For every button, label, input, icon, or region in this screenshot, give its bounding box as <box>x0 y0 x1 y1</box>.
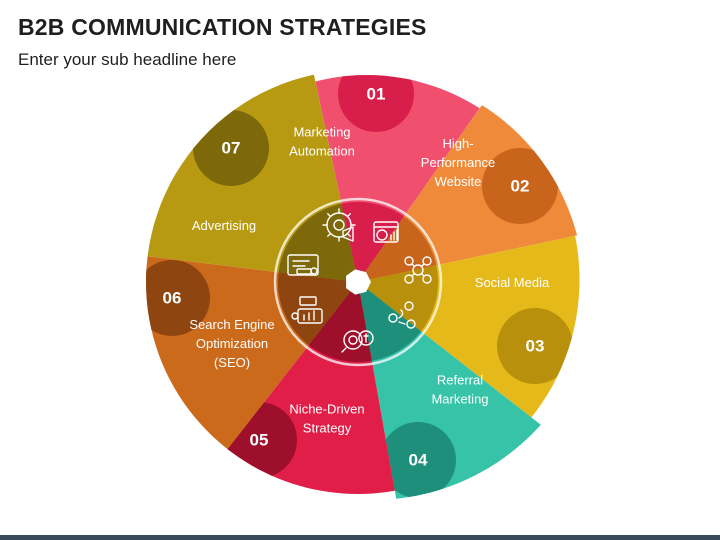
segment-number: 01 <box>367 85 386 104</box>
segment-label: Social Media <box>475 275 550 290</box>
segment-number: 03 <box>526 337 545 356</box>
segment-label: Advertising <box>192 218 256 233</box>
seo-chart-icon <box>291 296 323 324</box>
target-money-icon <box>341 330 374 353</box>
segment-number: 04 <box>409 451 428 470</box>
segment-number: 05 <box>250 431 269 450</box>
segment-inner-wedge <box>358 282 421 361</box>
segment-badge <box>497 308 573 384</box>
page-title: B2B COMMUNICATION STRATEGIES <box>18 14 427 40</box>
page-subtitle: Enter your sub headline here <box>18 50 237 69</box>
segment-badge <box>380 422 456 498</box>
inner-ring <box>273 197 443 367</box>
segment-number: 07 <box>222 139 241 158</box>
segment-inner-wedge <box>358 265 438 332</box>
segment-badge <box>482 148 558 224</box>
segment-badge <box>193 110 269 186</box>
segment-number: 02 <box>511 177 530 196</box>
segment-inner-wedge <box>278 203 358 282</box>
footer-bar <box>0 535 720 540</box>
website-dashboard-icon <box>373 221 399 243</box>
referral-people-icon <box>388 301 416 329</box>
ads-board-icon <box>287 254 319 276</box>
gear-megaphone-icon <box>322 208 356 242</box>
segment-number: 06 <box>163 289 182 308</box>
center-hole <box>346 269 371 295</box>
segment-badge <box>338 75 414 132</box>
social-network-icon <box>404 256 432 284</box>
segment-badge <box>146 260 210 336</box>
